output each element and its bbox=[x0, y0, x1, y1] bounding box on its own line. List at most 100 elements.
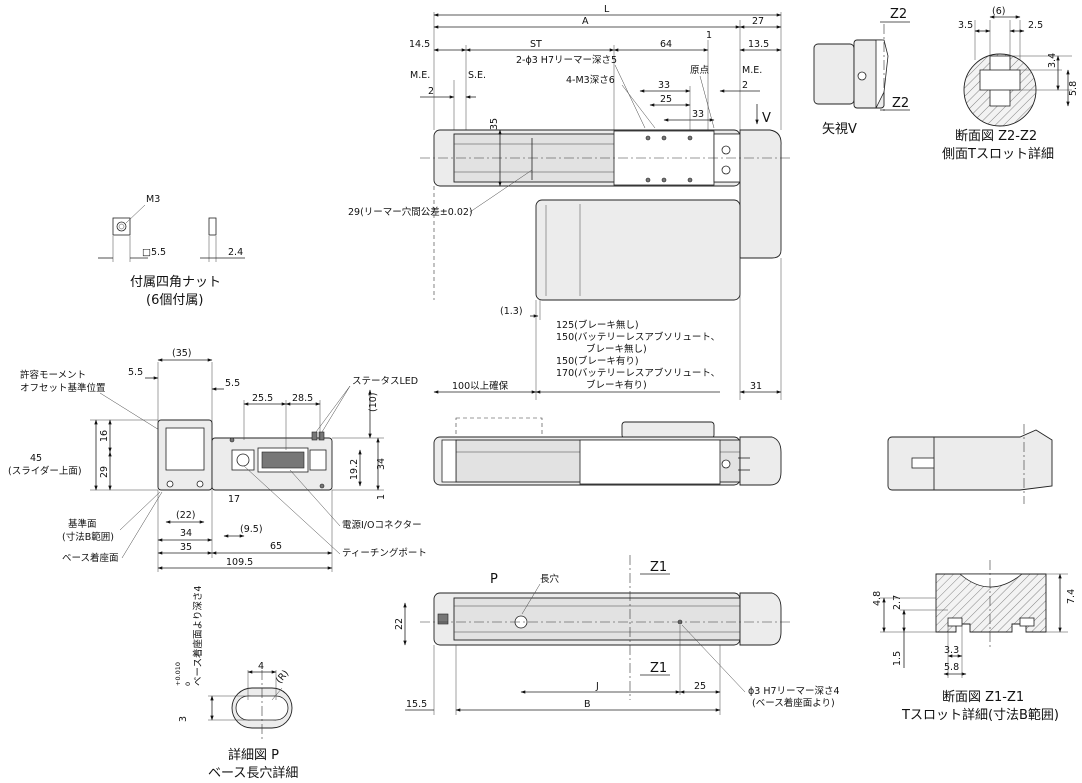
z2-dim-5-8: 5.8 bbox=[1068, 81, 1079, 96]
label-kijun2: (寸法B範囲) bbox=[62, 531, 114, 543]
label-moment: 許容モーメント bbox=[20, 369, 86, 381]
dim-1: 1 bbox=[706, 30, 712, 41]
dim-J: J bbox=[595, 681, 599, 692]
dim-100: 100以上確保 bbox=[452, 380, 509, 392]
label-nagaana: 長穴 bbox=[540, 573, 560, 585]
dim-170b: ブレーキ有り) bbox=[586, 379, 647, 391]
title-z2: 断面図 Z2-Z2 bbox=[955, 129, 1037, 144]
z1-dim-4-8: 4.8 bbox=[872, 591, 883, 606]
label-reamer-top: 2-ϕ3 H7リーマー深さ5 bbox=[516, 55, 617, 66]
p-depth: ベース着座面より深さ4 bbox=[192, 586, 204, 686]
z1-dim-7-4: 7.4 bbox=[1066, 589, 1077, 604]
subtitle-p: ベース長穴詳細 bbox=[208, 765, 298, 781]
dim-22p: (22) bbox=[176, 510, 196, 521]
dim-170: 170(バッテリーレスアブソリュート、 bbox=[556, 367, 720, 379]
dim-25: 25 bbox=[660, 94, 672, 105]
label-reamer-bottom: ϕ3 H7リーマー深さ4 bbox=[748, 686, 840, 697]
dim-35h: 35 bbox=[180, 542, 192, 553]
side-view bbox=[433, 417, 782, 486]
dim-10: (10) bbox=[368, 392, 379, 412]
label-moment2: オフセット基準位置 bbox=[20, 382, 106, 394]
label-v: V bbox=[762, 111, 771, 126]
dim-125: 125(ブレーキ無し) bbox=[556, 319, 639, 331]
subtitle-z1: Tスロット詳細(寸法B範囲) bbox=[901, 707, 1059, 723]
dim-1-3: (1.3) bbox=[500, 306, 523, 317]
label-teaching: ティーチングポート bbox=[342, 547, 427, 559]
dim-2-left: 2 bbox=[428, 86, 434, 97]
label-power-io: 電源I/Oコネクター bbox=[342, 520, 422, 531]
dim-29: 29 bbox=[99, 466, 110, 478]
subtitle-nut: (6個付属) bbox=[146, 293, 203, 308]
label-se: S.E. bbox=[468, 70, 486, 81]
label-p: P bbox=[490, 572, 498, 587]
label-z2-top: Z2 bbox=[890, 7, 907, 22]
dim-150a: 150(バッテリーレスアブソリュート、 bbox=[556, 331, 720, 343]
section-z1: 4.8 2.7 7.4 3.3 1.5 5.8 断面図 Z1-Z1 Tスロット詳… bbox=[872, 560, 1077, 723]
dim-34-v: 34 bbox=[376, 458, 387, 470]
dim-64: 64 bbox=[660, 39, 672, 50]
nut-dim-2-4: 2.4 bbox=[228, 247, 243, 258]
detail-p: 4 (R) 3 +0.010 0 ベース着座面より深さ4 詳細図 P ベース長穴… bbox=[174, 586, 298, 781]
p-tol-sup: +0.010 bbox=[174, 662, 182, 686]
dim-16: 16 bbox=[99, 430, 110, 442]
dim-150a2: ブレーキ無し) bbox=[586, 343, 647, 355]
label-reamer-pitch: 29(リーマー穴間公差±0.02) bbox=[348, 206, 473, 218]
label-slider-top: (スライダー上面) bbox=[8, 465, 82, 477]
dim-L: L bbox=[604, 4, 610, 15]
z1-dim-2-7: 2.7 bbox=[892, 595, 903, 610]
side-end-view bbox=[887, 424, 1053, 504]
z2-dim-3-4: 3.4 bbox=[1047, 53, 1058, 68]
dim-B: B bbox=[584, 699, 591, 710]
label-me-right: M.E. bbox=[742, 65, 762, 76]
label-z1-bottom: Z1 bbox=[650, 661, 667, 676]
label-me-left: M.E. bbox=[410, 70, 430, 81]
dim-34h: 34 bbox=[180, 528, 192, 539]
z1-dim-5-8: 5.8 bbox=[944, 662, 959, 673]
label-kijun: 基準面 bbox=[68, 518, 97, 530]
dim-33a: 33 bbox=[658, 80, 670, 91]
dim-25-5: 25.5 bbox=[252, 393, 273, 404]
p-dim-r: (R) bbox=[274, 668, 291, 686]
dim-27: 27 bbox=[752, 16, 764, 27]
dim-15-5: 15.5 bbox=[406, 699, 427, 710]
dim-ST: ST bbox=[530, 39, 542, 50]
dim-5-5a: 5.5 bbox=[128, 367, 143, 378]
z1-dim-1-5: 1.5 bbox=[892, 651, 903, 666]
title-nut: 付属四角ナット bbox=[130, 275, 221, 290]
p-dim-4: 4 bbox=[258, 661, 264, 672]
dim-33b: 33 bbox=[692, 109, 704, 120]
dim-150b: 150(ブレーキ有り) bbox=[556, 355, 639, 367]
dim-13-5: 13.5 bbox=[748, 39, 769, 50]
label-status-led: ステータスLED bbox=[352, 376, 418, 387]
dim-A: A bbox=[582, 16, 589, 27]
label-reamer-bottom2: (ベース着座面より) bbox=[752, 697, 835, 709]
dim-65: 65 bbox=[270, 541, 282, 552]
nut-detail: M3 □5.5 2.4 付属四角ナット (6個付属) bbox=[98, 194, 245, 308]
subtitle-z2: 側面Tスロット詳細 bbox=[942, 146, 1054, 162]
end-view: 許容モーメント オフセット基準位置 (35) 5.5 5.5 25.5 bbox=[8, 348, 427, 572]
z2-dim-6: (6) bbox=[992, 6, 1005, 17]
p-tol-sub: 0 bbox=[184, 682, 192, 686]
label-base-face: ベース着座面 bbox=[62, 552, 119, 564]
nut-dim-m3: M3 bbox=[146, 194, 160, 205]
label-z1-top: Z1 bbox=[650, 560, 667, 575]
title-z1: 断面図 Z1-Z1 bbox=[942, 690, 1024, 705]
dim-109-5: 109.5 bbox=[226, 557, 253, 568]
view-v: Z2 Z2 矢視V bbox=[813, 7, 910, 137]
dim-14-5: 14.5 bbox=[409, 39, 430, 50]
bottom-view: Z1 Z1 P 長穴 22 J 25 B 15.5 ϕ3 H7リーマー深さ4 (… bbox=[394, 555, 840, 715]
dim-9-5: (9.5) bbox=[240, 524, 263, 535]
z2-dim-2-5: 2.5 bbox=[1028, 20, 1043, 31]
dim-17: 17 bbox=[228, 494, 240, 505]
dim-5-5b: 5.5 bbox=[225, 378, 240, 389]
label-z2-bottom: Z2 bbox=[892, 96, 909, 111]
section-z2: 3.5 (6) 2.5 3.4 5.8 断面図 Z2-Z2 側面Tスロット詳細 bbox=[942, 6, 1079, 162]
dim-35: 35 bbox=[489, 118, 500, 130]
z2-dim-3-5: 3.5 bbox=[958, 20, 973, 31]
nut-dim-5-5: □5.5 bbox=[142, 247, 166, 258]
dim-31: 31 bbox=[750, 381, 762, 392]
title-p: 詳細図 P bbox=[228, 747, 279, 763]
title-yashi-v: 矢視V bbox=[822, 122, 857, 137]
label-genten: 原点 bbox=[690, 65, 710, 76]
